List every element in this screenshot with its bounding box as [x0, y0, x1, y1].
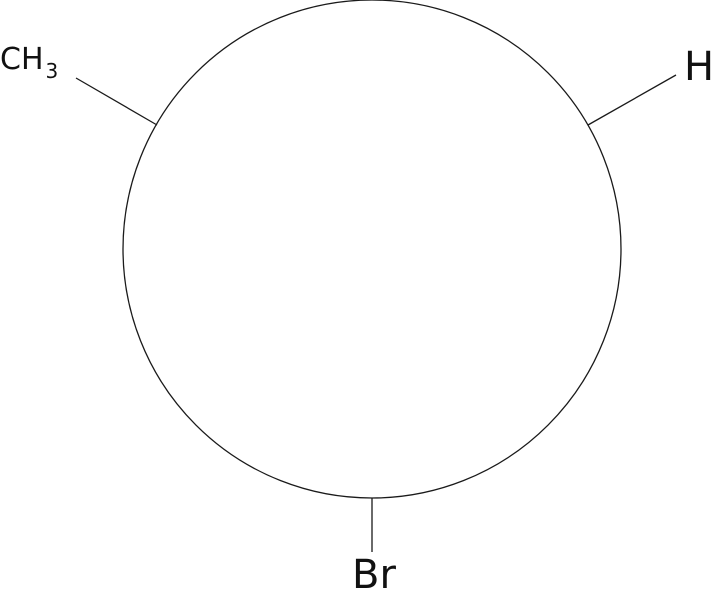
- back-carbon-circle: [122, 0, 622, 499]
- substituent-br-label: Br: [352, 552, 396, 598]
- substituent-h-label: H: [684, 44, 714, 90]
- bond-ch3: [75, 77, 158, 126]
- ch3-subscript-text: 3: [46, 59, 59, 83]
- ch3-main-text: CH: [0, 42, 44, 77]
- bond-h: [587, 74, 677, 126]
